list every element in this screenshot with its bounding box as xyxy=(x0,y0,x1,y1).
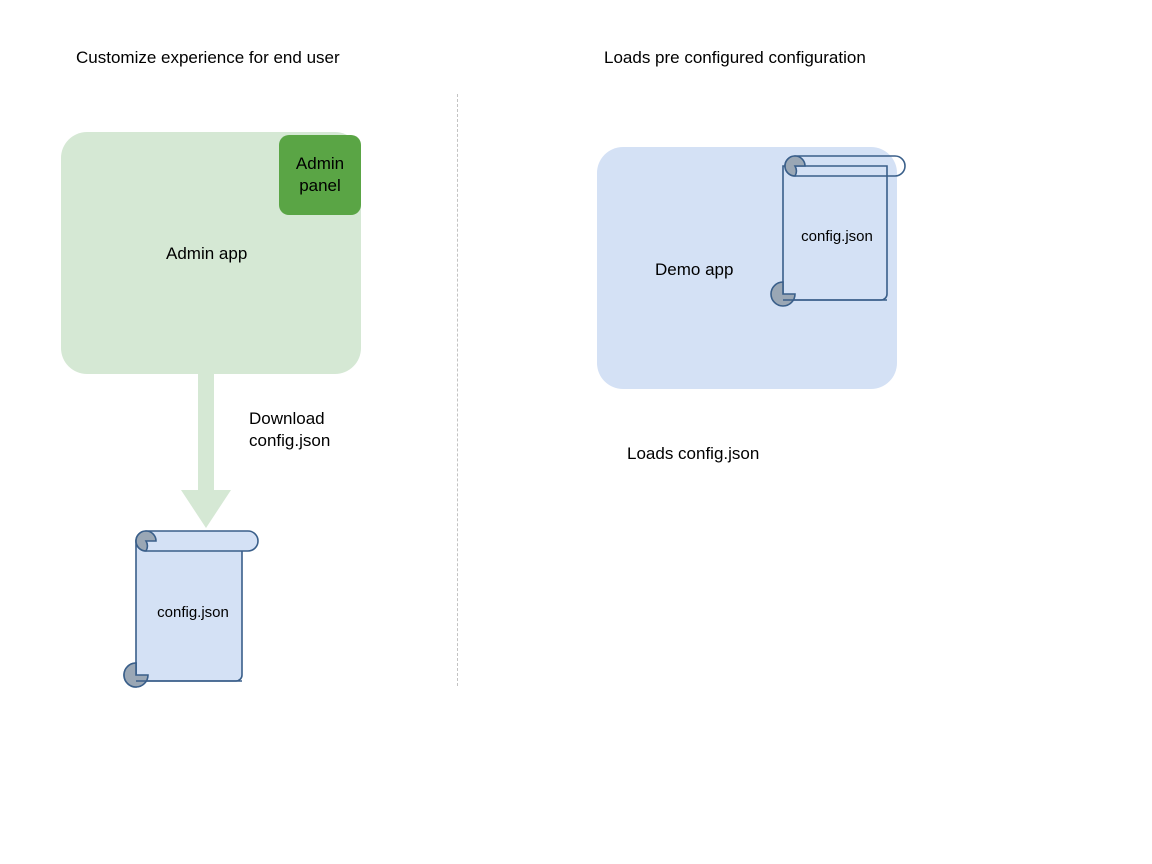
demo-app-container[interactable] xyxy=(597,147,897,389)
download-arrow-label: Download config.json xyxy=(249,409,331,450)
demo-app-label: Demo app xyxy=(655,260,734,279)
admin-app-label: Admin app xyxy=(166,244,248,263)
admin-panel-label: Admin panel xyxy=(295,154,345,195)
heading-left: Customize experience for end user xyxy=(76,48,340,67)
admin-panel-chip[interactable]: Admin panel xyxy=(279,135,361,215)
config-json-document-left[interactable] xyxy=(123,529,262,688)
config-json-document-right[interactable] xyxy=(770,154,907,307)
loads-config-caption: Loads config.json xyxy=(627,444,760,463)
download-arrow-icon xyxy=(181,370,231,528)
config-json-label-left: config.json xyxy=(157,604,229,621)
config-json-label-right: config.json xyxy=(801,228,873,245)
heading-right: Loads pre configured configuration xyxy=(604,48,866,67)
column-divider xyxy=(457,94,459,686)
